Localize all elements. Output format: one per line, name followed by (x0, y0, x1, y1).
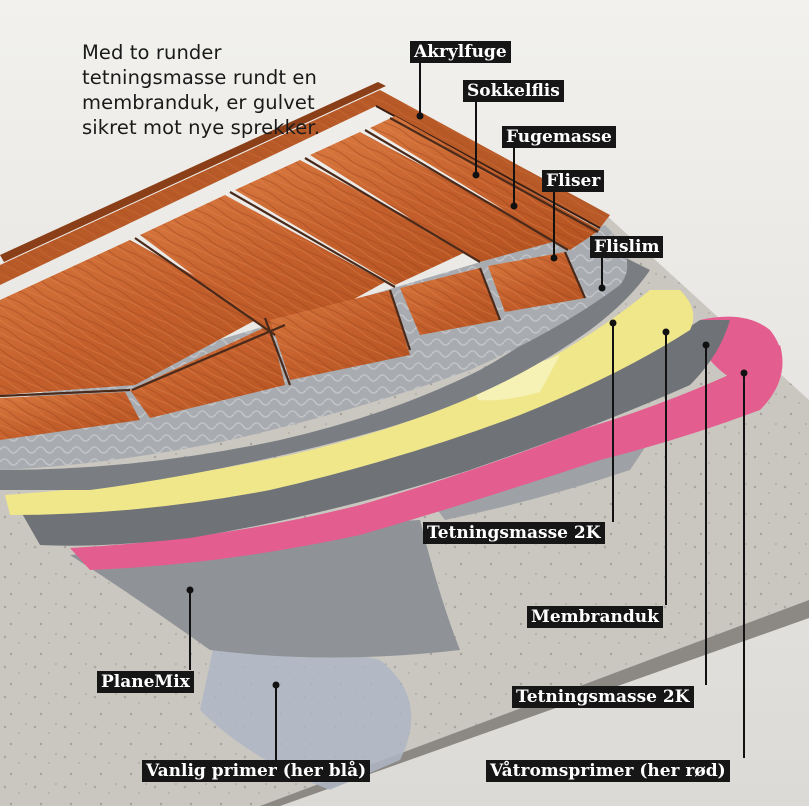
label-flislim: Flislim (590, 236, 664, 258)
intro-line: tetningsmasse rundt en (82, 66, 317, 89)
label-fugemasse: Fugemasse (502, 126, 616, 148)
label-vatromsprimer: Våtromsprimer (her rød) (486, 760, 730, 782)
leader-dots (186, 112, 748, 689)
tile-plank (310, 132, 560, 262)
intro-caption: Med to runder tetningsmasse rundt en mem… (82, 40, 382, 140)
membrane-layer (5, 290, 694, 515)
wet-room-primer-layer (70, 345, 783, 570)
sealant-upper-layer (0, 255, 650, 490)
sealant-lower-layer (20, 320, 730, 546)
label-akrylfuge: Akrylfuge (410, 41, 511, 63)
tile-plank (370, 116, 600, 250)
skirting-grain (0, 90, 610, 285)
label-membranduk: Membranduk (527, 606, 663, 628)
skirting-tile-top (0, 82, 386, 262)
tile-plank (235, 160, 470, 285)
label-tetningsmasse-2k-bottom: Tetningsmasse 2K (512, 686, 694, 708)
label-tetningsmasse-2k-top: Tetningsmasse 2K (423, 522, 605, 544)
label-planemix: PlaneMix (97, 671, 194, 693)
blue-primer-area (200, 640, 412, 790)
label-fliser: Fliser (542, 170, 605, 192)
tile-plank (140, 195, 385, 340)
label-vanlig-primer: Vanlig primer (her blå) (142, 760, 371, 782)
intro-line: membranduk, er gulvet (82, 91, 315, 114)
leader-lines (189, 60, 745, 760)
membrane-overlap (470, 355, 560, 401)
tile-plank (488, 252, 585, 312)
floor-tiles (0, 116, 600, 440)
label-sokkelflis: Sokkelflis (463, 80, 564, 102)
tile-plank (270, 290, 410, 380)
tile-plank (130, 325, 285, 418)
tile-plank (0, 392, 140, 440)
grout-lines (0, 117, 599, 398)
intro-line: sikret mot nye sprekker. (82, 116, 320, 139)
intro-line: Med to runder (82, 41, 222, 64)
tile-plank (400, 268, 500, 335)
